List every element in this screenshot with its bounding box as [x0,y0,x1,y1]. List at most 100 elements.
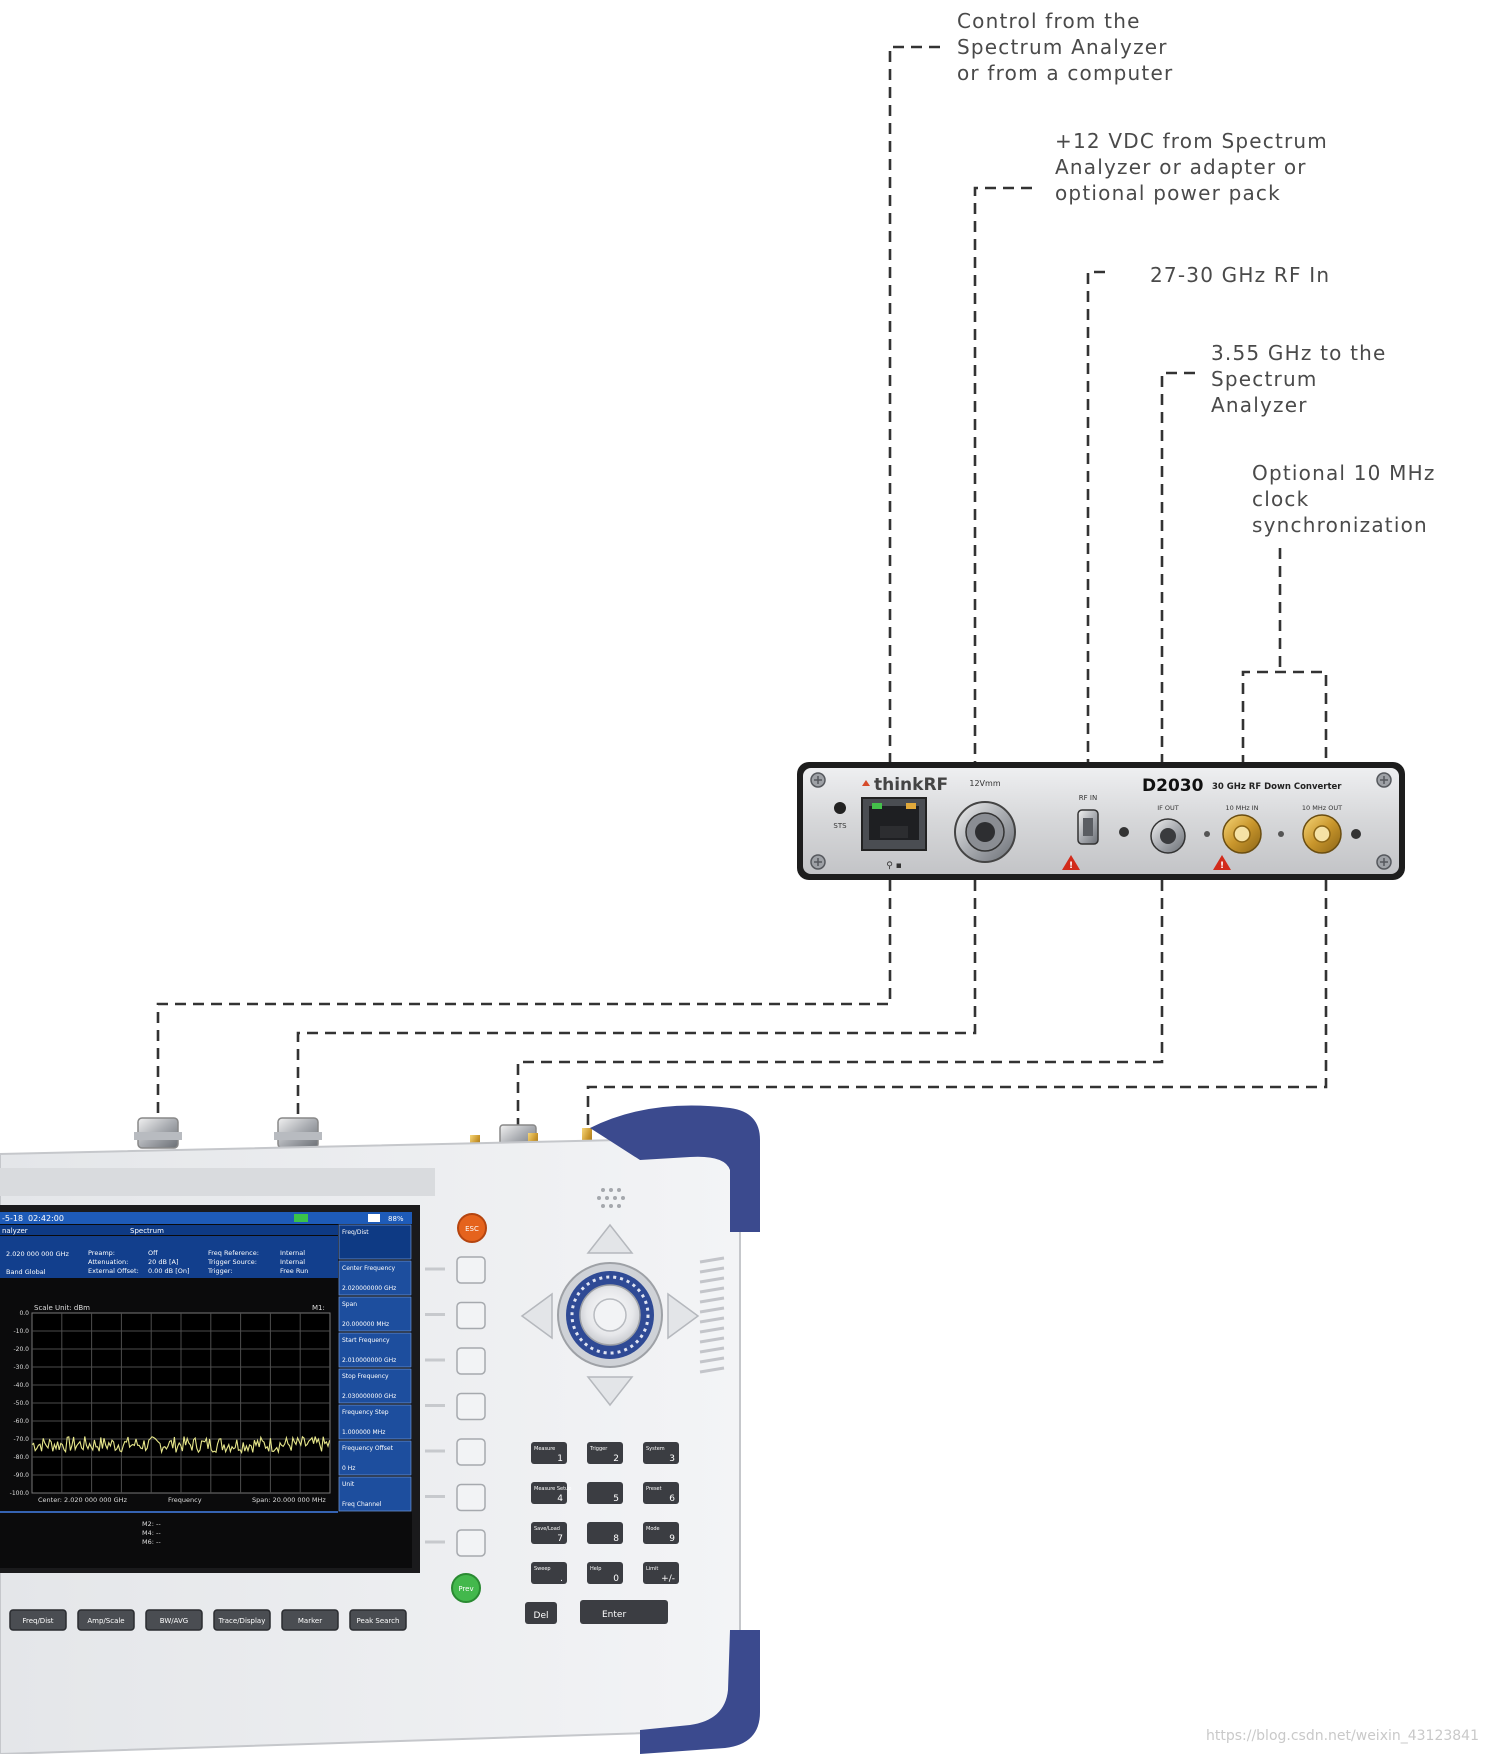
label-power-line: +12 VDC from Spectrum [1055,129,1328,153]
svg-text:ESC: ESC [465,1225,479,1233]
info-ext-label: External Offset: [88,1267,139,1275]
keypad-key-num: 4 [557,1494,563,1504]
side-softkey-button [456,1301,486,1330]
plot-grid [32,1313,330,1493]
keypad-key-num: 3 [669,1454,675,1464]
softkey [338,1260,412,1296]
keypad-key-num: +/- [661,1574,675,1584]
side-softkey-button [456,1392,486,1421]
bottom-key-label: Marker [298,1617,322,1625]
softkey-title: Frequency Offset [342,1445,394,1452]
label-power-line: Analyzer or adapter or [1055,155,1307,179]
marker-label: M1: [312,1304,325,1312]
softkey-value: 0 Hz [342,1465,355,1472]
bottom-key [9,1609,67,1631]
keypad-key [531,1522,567,1544]
label-rf-in: 27-30 GHz RF In [1150,262,1330,288]
svg-text:Prev: Prev [458,1585,473,1593]
keypad-key-num: 8 [613,1534,619,1544]
keypad-key-sub: Trigger [589,1446,608,1452]
label-clock-line: Optional 10 MHz [1252,461,1436,485]
softkey-value: 2.030000000 GHz [342,1393,396,1400]
label-if-out-line: 3.55 GHz to the [1211,341,1387,365]
line-control-lower [156,880,892,1118]
navigation-pad [520,1223,700,1407]
up-arrow-icon [586,1223,634,1254]
info-trig-src-label: Trigger Source: [207,1258,257,1266]
softkey [338,1440,412,1476]
y-tick-label: -50.0 [13,1400,29,1407]
line-power-lower [296,880,977,1118]
power-port-label: 12Vmm [969,779,1000,788]
y-tick-label: -100.0 [10,1490,30,1497]
bottom-key-label: BW/AVG [160,1617,188,1625]
right-arrow-icon [667,1292,700,1340]
brand-label: thinkRF [874,775,948,795]
keypad-key-num: 1 [557,1454,563,1464]
keypad-key [531,1562,567,1584]
softkey-title: Start Frequency [342,1337,390,1344]
keypad-key-num: 6 [669,1494,675,1504]
info-ext: 0.00 dB [On] [148,1267,190,1275]
info-band: Band Global [6,1268,46,1276]
y-tick-label: -20.0 [13,1346,29,1353]
label-control-line: Spectrum Analyzer [957,35,1168,59]
line-rf-in [1086,270,1105,800]
ethernet-icon: ⚲ ▪ [886,861,902,871]
x-axis-label: Frequency [168,1496,202,1504]
bottom-key-label: Freq/Dist [22,1617,53,1625]
y-tick-label: -40.0 [13,1382,29,1389]
line-control [888,45,940,765]
softkey [338,1332,412,1368]
softkey [338,1368,412,1404]
softkey-title: Frequency Step [342,1409,389,1416]
label-clock-line: synchronization [1252,513,1428,537]
softkey-title: Stop Frequency [342,1373,389,1380]
bottom-key-label: Peak Search [357,1617,400,1625]
softkey-value: 1.000000 MHz [342,1429,385,1436]
keypad-key-num: . [560,1574,563,1584]
center-label: Center: 2.020 000 000 GHz [38,1496,128,1504]
line-clock-lower [586,880,1328,1128]
prev-button [451,1573,481,1603]
y-tick-label: 0.0 [19,1310,29,1317]
label-if-out-line: Spectrum [1211,367,1318,391]
label-power-line: optional power pack [1055,181,1281,205]
softkey [338,1476,412,1512]
description-label: 30 GHz RF Down Converter [1212,782,1342,792]
keypad-key-sub: Mode [646,1526,660,1532]
keypad-key [531,1442,567,1464]
softkey [338,1404,412,1440]
keypad-key-num: 7 [557,1534,563,1544]
warning-icon-ref [1213,855,1231,870]
ref-out-port-label: 10 MHz OUT [1302,804,1342,812]
line-power [973,186,1032,765]
spectrum-trace [31,1435,331,1455]
line-if-out-lower [516,880,1164,1125]
bottom-key-label: Amp/Scale [87,1617,124,1625]
keypad-key-sub: Measure Setup [534,1486,571,1492]
sts-label: STS [833,822,847,830]
y-tick-label: -80.0 [13,1454,29,1461]
info-atten-label: Attenuation: [88,1258,128,1266]
keypad-key [587,1562,623,1584]
softkey [338,1224,412,1260]
bumper-bottom [640,1630,760,1754]
softkey [338,1296,412,1332]
down-converter: STS thinkRF ⚲ ▪ 12Vmm RF IN ! D2030 30 G… [797,762,1405,880]
status-time: 02:42:00 [28,1214,64,1223]
info-trig-src: Internal [280,1258,305,1266]
keypad-key [643,1482,679,1504]
softkey-value: 2.010000000 GHz [342,1357,396,1364]
side-buttons [425,1256,486,1557]
y-tick-label: -10.0 [13,1328,29,1335]
side-softkey-button [456,1483,486,1512]
svg-text:Del: Del [534,1611,549,1621]
svg-text:Enter: Enter [602,1610,626,1620]
softkey-title: Center Frequency [342,1265,396,1272]
keypad-key-sub: Preset [646,1486,662,1492]
ref-in-port-label: 10 MHz IN [1225,804,1258,812]
